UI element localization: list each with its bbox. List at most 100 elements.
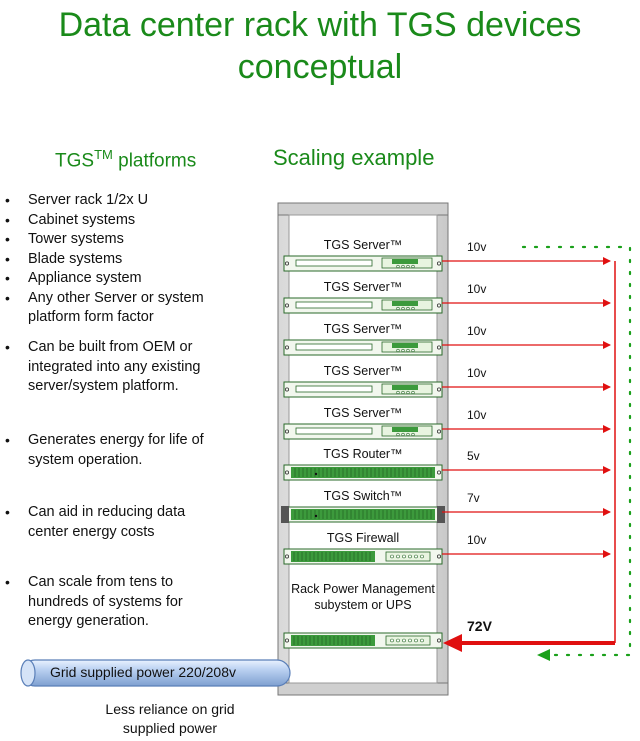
mount-screw bbox=[436, 429, 441, 434]
bullet-list-oem: Can be built from OEM or integrated into… bbox=[0, 338, 225, 397]
wires-layer bbox=[442, 257, 616, 652]
rack-top-cap bbox=[277, 202, 449, 216]
rack-unit-server bbox=[283, 381, 443, 398]
dotted-return-path bbox=[521, 245, 632, 657]
device-label: TGS Server™ bbox=[323, 238, 403, 252]
mount-screw bbox=[436, 303, 441, 308]
rack-unit-ups bbox=[283, 632, 443, 649]
indicator-light bbox=[396, 638, 400, 643]
indicator-light bbox=[411, 348, 415, 353]
bullet-item: Tower systems bbox=[0, 230, 235, 250]
device-label: TGS Server™ bbox=[323, 322, 403, 336]
rack-interior bbox=[288, 214, 438, 684]
platforms-heading-suffix: platforms bbox=[118, 150, 197, 172]
mount-screw bbox=[284, 261, 289, 266]
bullet-item: Generates energy for life of system oper… bbox=[0, 431, 205, 470]
rack-unit-router bbox=[283, 464, 443, 481]
mount-screw bbox=[436, 470, 441, 475]
drive-bay bbox=[295, 259, 373, 267]
indicator-light bbox=[406, 264, 410, 269]
bullet-item: Can scale from tens to hundreds of syste… bbox=[0, 573, 215, 632]
indicator-light bbox=[396, 264, 400, 269]
indicator-light bbox=[396, 554, 400, 559]
indicator-light bbox=[411, 390, 415, 395]
platforms-heading-text: TGS bbox=[55, 150, 95, 172]
bullet-item: Cabinet systems bbox=[0, 211, 235, 231]
status-display bbox=[392, 301, 418, 306]
trademark-mark: TM bbox=[94, 147, 113, 162]
indicator-light bbox=[396, 348, 400, 353]
mount-ear bbox=[281, 506, 289, 523]
mount-screw bbox=[284, 554, 289, 559]
rack-unit-firewall bbox=[283, 548, 443, 565]
indicator-light bbox=[401, 432, 405, 437]
power-led bbox=[314, 472, 318, 476]
bullet-list-scale: Can scale from tens to hundreds of syste… bbox=[0, 573, 215, 632]
voltage-label: 10v bbox=[467, 366, 487, 380]
indicator-light bbox=[408, 554, 412, 559]
bullet-list-costs: Can aid in reducing data center energy c… bbox=[0, 503, 205, 542]
indicator-light bbox=[396, 306, 400, 311]
voltage-label: 10v bbox=[467, 408, 487, 422]
vent-grille bbox=[291, 635, 375, 646]
bullet-item: Any other Server or system platform form… bbox=[0, 289, 235, 328]
indicator-light bbox=[401, 390, 405, 395]
grid-power-label: Grid supplied power 220/208v bbox=[50, 664, 237, 680]
rack-unit-server bbox=[283, 297, 443, 314]
control-panel bbox=[385, 551, 431, 562]
power-led bbox=[314, 514, 318, 518]
mount-screw bbox=[284, 429, 289, 434]
bullet-item: Server rack 1/2x U bbox=[0, 191, 235, 211]
bullet-item: Can aid in reducing data center energy c… bbox=[0, 503, 205, 542]
footer-caption: Less reliance on grid supplied power bbox=[105, 701, 235, 736]
platforms-heading: TGSTM platforms bbox=[55, 147, 196, 172]
indicator-light bbox=[401, 348, 405, 353]
indicator-light bbox=[402, 554, 406, 559]
status-display bbox=[392, 343, 418, 348]
rack-unit-server bbox=[283, 423, 443, 440]
indicator-light bbox=[408, 638, 412, 643]
mount-screw bbox=[284, 470, 289, 475]
scaling-heading: Scaling example bbox=[273, 145, 435, 170]
indicator-light bbox=[406, 432, 410, 437]
indicator-light bbox=[411, 432, 415, 437]
drive-bay bbox=[295, 301, 373, 309]
indicator-light bbox=[411, 306, 415, 311]
status-display bbox=[392, 385, 418, 390]
mount-screw bbox=[436, 387, 441, 392]
drive-bay bbox=[295, 385, 373, 393]
bullet-item: Can be built from OEM or integrated into… bbox=[0, 338, 225, 397]
indicator-light bbox=[406, 390, 410, 395]
device-label: TGS Switch™ bbox=[323, 489, 403, 503]
devices-layer bbox=[281, 255, 445, 649]
voltage-label: 10v bbox=[467, 324, 487, 338]
mount-ear bbox=[437, 506, 445, 523]
ups-voltage-label: 72V bbox=[467, 618, 492, 634]
device-label: TGS Server™ bbox=[323, 406, 403, 420]
mount-screw bbox=[436, 638, 441, 643]
drive-bay bbox=[295, 343, 373, 351]
device-label: TGS Server™ bbox=[323, 280, 403, 294]
mount-screw bbox=[284, 387, 289, 392]
indicator-light bbox=[420, 554, 424, 559]
voltage-label: 10v bbox=[467, 282, 487, 296]
indicator-light bbox=[396, 390, 400, 395]
indicator-light bbox=[406, 306, 410, 311]
rack-unit-server bbox=[283, 339, 443, 356]
indicator-light bbox=[390, 554, 394, 559]
page-title: Data center rack with TGS devices concep… bbox=[58, 6, 582, 86]
mount-screw bbox=[436, 554, 441, 559]
drive-bay bbox=[295, 427, 373, 435]
pipe-end bbox=[20, 659, 36, 687]
indicator-light bbox=[401, 264, 405, 269]
bullet-list-platforms: Server rack 1/2x U Cabinet systems Tower… bbox=[0, 191, 235, 328]
ups-label: Rack Power Management subystem or UPS bbox=[291, 582, 435, 612]
indicator-light bbox=[396, 432, 400, 437]
rack-unit-switch bbox=[281, 506, 445, 523]
indicator-light bbox=[411, 264, 415, 269]
indicator-light bbox=[402, 638, 406, 643]
rack-unit-server bbox=[283, 255, 443, 272]
mount-screw bbox=[284, 303, 289, 308]
bullet-item: Appliance system bbox=[0, 269, 235, 289]
indicator-light bbox=[406, 348, 410, 353]
